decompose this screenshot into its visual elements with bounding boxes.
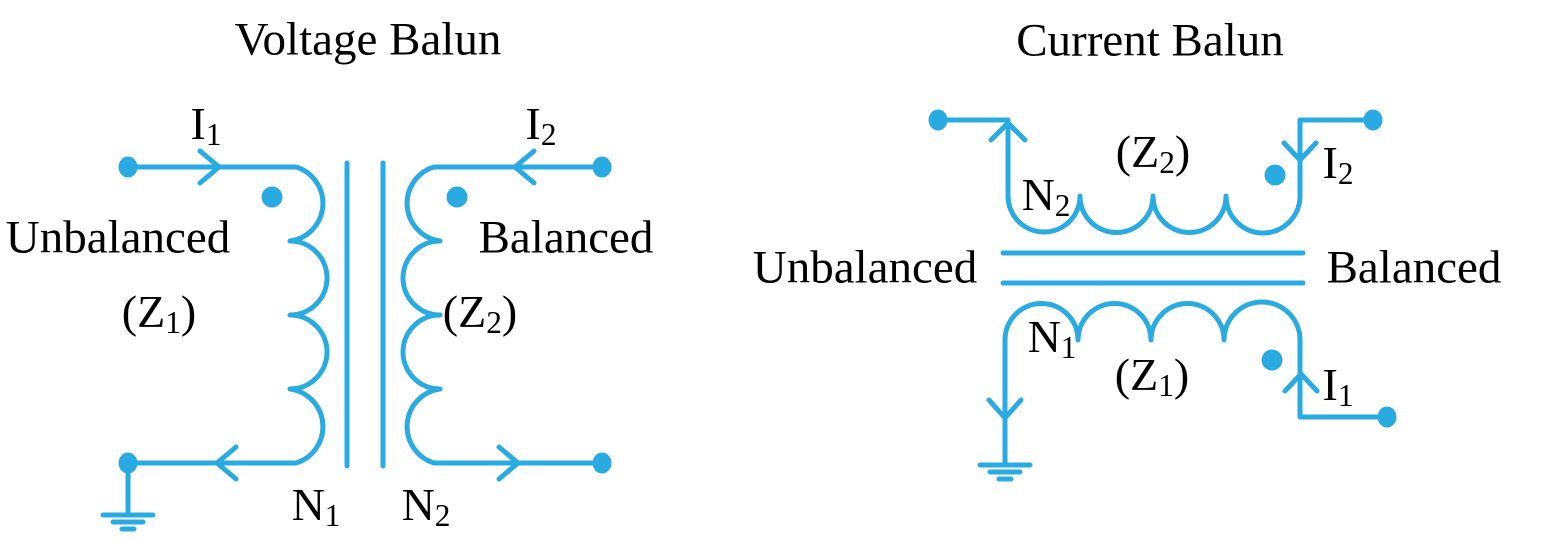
voltage-i1-label: I1 <box>190 98 222 152</box>
voltage-balanced-label: Balanced <box>478 211 654 264</box>
current-terminal-dot-top-right <box>1363 109 1383 131</box>
current-terminal-dot-bottom-right <box>1377 406 1397 428</box>
current-i1-arrow-icon <box>1282 371 1320 394</box>
voltage-primary-wire-path <box>125 164 330 516</box>
current-z2-label: (Z2) <box>1115 126 1191 180</box>
voltage-bottom-left-arrow-icon <box>214 444 239 482</box>
voltage-i2-arrow-icon <box>512 148 537 186</box>
voltage-unbalanced-label: Unbalanced <box>5 211 231 264</box>
voltage-polarity-dot-left-icon <box>261 186 283 208</box>
current-secondary-wire-path <box>935 117 1376 236</box>
current-terminal-dot-top-left <box>928 109 948 131</box>
current-bottom-left-arrow-icon <box>986 397 1024 421</box>
voltage-secondary-wire-path <box>400 164 605 466</box>
voltage-terminal-dot-bottom-right <box>592 452 612 474</box>
current-ground-icon <box>977 462 1033 482</box>
voltage-terminal-dot-bottom-left <box>118 452 138 474</box>
voltage-balun-title: Voltage Balun <box>234 13 502 66</box>
current-i1-label: I1 <box>1322 359 1354 413</box>
voltage-i1-arrow-icon <box>197 148 222 186</box>
current-balanced-label: Balanced <box>1326 241 1502 294</box>
current-unbalanced-label: Unbalanced <box>752 241 978 294</box>
voltage-terminal-dot-top-left <box>118 156 138 178</box>
voltage-bottom-right-arrow-icon <box>496 444 521 482</box>
voltage-terminal-dot-top-right <box>592 156 612 178</box>
current-polarity-dot-top-icon <box>1264 164 1286 186</box>
current-n1-label: N1 <box>1027 311 1077 365</box>
voltage-polarity-dot-right-icon <box>446 186 468 208</box>
current-balun-title: Current Balun <box>1016 14 1284 67</box>
current-i2-label: I2 <box>1322 137 1354 191</box>
voltage-z1-label: (Z1) <box>121 286 197 340</box>
current-n2-label: N2 <box>1021 169 1071 223</box>
current-z1-label: (Z1) <box>1114 349 1190 403</box>
voltage-i2-label: I2 <box>525 98 557 152</box>
current-polarity-dot-bottom-icon <box>1261 349 1283 371</box>
voltage-ground-icon <box>100 512 156 532</box>
current-top-left-arrow-icon <box>988 120 1028 143</box>
current-primary-wire-path <box>1002 299 1390 466</box>
current-i2-arrow-icon <box>1281 140 1319 163</box>
voltage-z2-label: (Z2) <box>442 286 518 340</box>
voltage-n2-label: N2 <box>401 479 451 533</box>
voltage-n1-label: N1 <box>291 479 341 533</box>
